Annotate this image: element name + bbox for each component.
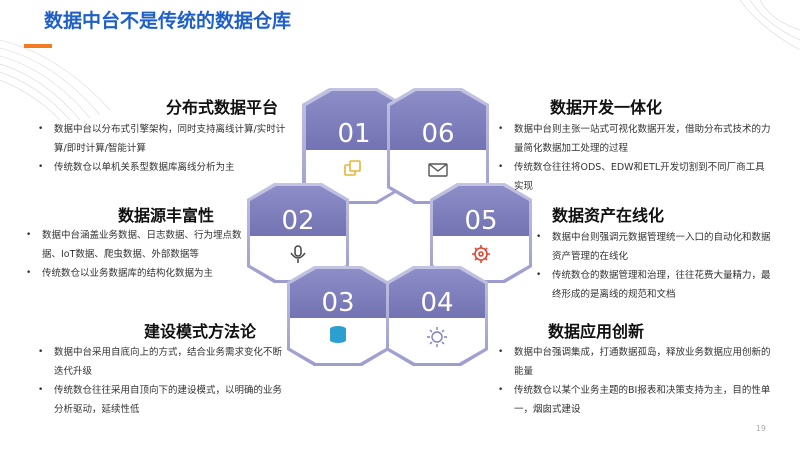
microphone-icon: [290, 245, 306, 263]
bullet-item: 数据中台涵盖业务数据、日志数据、行为埋点数据、IoT数据、爬虫数据、外部数据等: [24, 226, 250, 264]
bullet-list-distributed-platform: 数据中台以分布式引擎架构，同时支持离线计算/实时计算/即时计算/智能计算 传统数…: [36, 120, 290, 177]
hexagon-02: 02: [247, 183, 349, 283]
bullet-list-application-innovation: 数据中台强调集成，打通数据孤岛，释放业务数据应用创新的能量 传统数仓以某个业务主…: [496, 343, 772, 419]
title-accent-bar: [24, 44, 52, 48]
bullet-item: 数据中台则主张一站式可视化数据开发，借助分布式技术的力量简化数据加工处理的过程: [496, 120, 774, 158]
bullet-item: 数据中台以分布式引擎架构，同时支持离线计算/实时计算/即时计算/智能计算: [36, 120, 290, 158]
hexagon-04: 04: [386, 266, 488, 366]
hexagon-number: 04: [420, 288, 453, 318]
bullet-list-construction-methodology: 数据中台采用自底向上的方式，结合业务需求变化不断迭代升级 传统数仓往往采用自顶向…: [36, 343, 290, 419]
bullet-item: 传统数仓以业务数据库的结构化数据为主: [24, 264, 250, 283]
bullet-item: 传统数仓以单机关系型数据库离线分析为主: [36, 158, 290, 177]
section-title-data-source-richness: 数据源丰富性: [118, 206, 215, 225]
bullet-item: 传统数仓以某个业务主题的BI报表和决策支持为主，目的性单一，烟囱式建设: [496, 381, 772, 419]
bullet-list-dev-integration: 数据中台则主张一站式可视化数据开发，借助分布式技术的力量简化数据加工处理的过程 …: [496, 120, 774, 196]
mail-icon: [428, 163, 448, 177]
bullet-list-data-source-richness: 数据中台涵盖业务数据、日志数据、行为埋点数据、IoT数据、爬虫数据、外部数据等 …: [24, 226, 250, 283]
hexagon-01: 01: [302, 88, 404, 204]
bullet-item: 数据中台采用自底向上的方式，结合业务需求变化不断迭代升级: [36, 343, 290, 381]
section-title-construction-methodology: 建设模式方法论: [144, 322, 257, 341]
bullet-list-asset-online: 数据中台则强调元数据管理统一入口的自动化和数据资产管理的在线化 传统数仓的数据管…: [534, 228, 778, 304]
copy-icon: [344, 160, 361, 176]
hexagon-number: 02: [281, 206, 314, 236]
hexagon-06: 06: [387, 88, 489, 204]
cog-outline-icon: [427, 327, 447, 347]
section-title-asset-online: 数据资产在线化: [552, 206, 665, 225]
section-title-dev-integration: 数据开发一体化: [550, 98, 663, 117]
bullet-item: 传统数仓的数据管理和治理，往往花费大量精力，最终形成的是离线的规范和文档: [534, 266, 778, 304]
bullet-item: 传统数仓往往将ODS、EDW和ETL开发切割到不同厂商工具实现: [496, 158, 774, 196]
bullet-item: 数据中台强调集成，打通数据孤岛，释放业务数据应用创新的能量: [496, 343, 772, 381]
section-title-application-innovation: 数据应用创新: [548, 322, 645, 341]
hexagon-number: 05: [464, 206, 497, 236]
bullet-item: 传统数仓往往采用自顶向下的建设模式，以明确的业务分析驱动，延续性低: [36, 381, 290, 419]
hexagon-number: 06: [421, 119, 454, 149]
section-title-distributed-platform: 分布式数据平台: [166, 98, 279, 117]
hexagon-number: 03: [321, 288, 354, 318]
page-number: 19: [755, 424, 766, 433]
gear-icon: [472, 245, 490, 263]
bullet-item: 数据中台则强调元数据管理统一入口的自动化和数据资产管理的在线化: [534, 228, 778, 266]
hexagon-03: 03: [287, 266, 389, 366]
database-icon: [330, 326, 346, 343]
decorative-background-lines: [0, 0, 800, 120]
page-title: 数据中台不是传统的数据仓库: [44, 10, 292, 32]
hexagon-number: 01: [337, 119, 370, 149]
